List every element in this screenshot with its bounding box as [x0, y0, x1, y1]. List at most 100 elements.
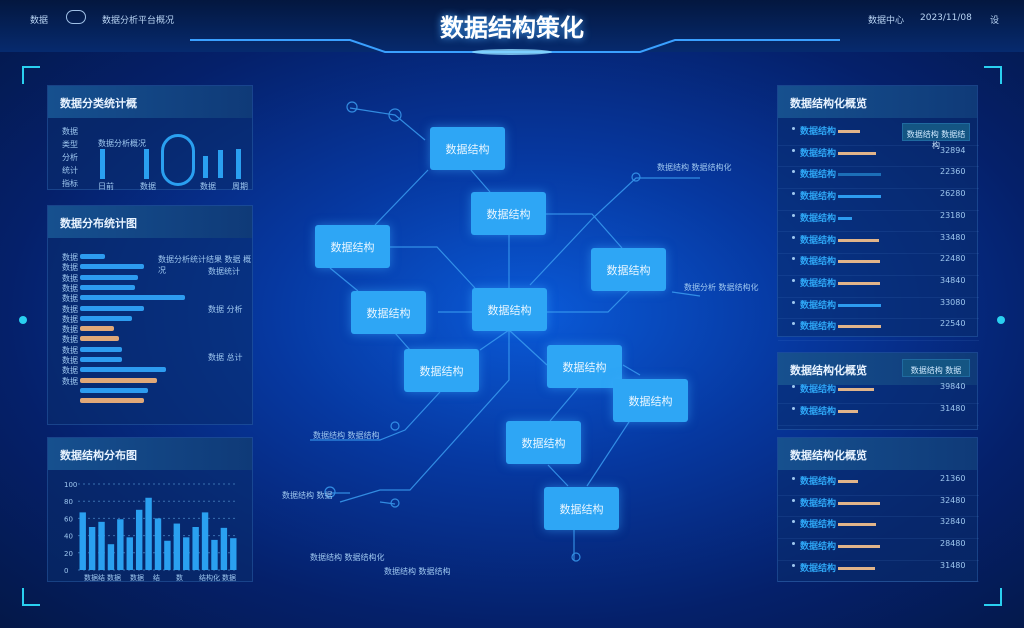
legend-item: 分析 — [62, 153, 78, 162]
bar-row: 数据 — [48, 283, 254, 293]
list-item[interactable]: 数据结构 — [778, 124, 979, 146]
graph-node[interactable]: 数据结构 — [430, 127, 505, 170]
graph-annotation: 数据分析 数据结构化 — [684, 283, 759, 292]
legend-item: 数据 — [62, 127, 78, 136]
item-label: 数据结构 — [800, 407, 837, 417]
row-label: 数据 — [62, 294, 78, 304]
bullet-icon — [792, 322, 795, 326]
list-item[interactable]: 数据结构 22540 — [778, 319, 979, 341]
graph-annotation: 数据结构 数据结构 — [384, 567, 451, 576]
bullet-icon — [792, 127, 795, 130]
chart-bar — [154, 518, 162, 570]
page-title: 数据结构策化 — [440, 14, 584, 42]
item-value: 22540 — [940, 319, 966, 329]
logo-icon — [66, 10, 86, 24]
progress-bar — [838, 216, 853, 220]
x-tick-label: 数据 — [222, 573, 236, 582]
header-right-label[interactable]: 数据中心 — [868, 16, 905, 26]
chart-bar — [79, 512, 86, 570]
bar — [100, 149, 105, 179]
progress-bar — [838, 410, 859, 413]
chart-bar — [98, 521, 105, 570]
bar-row: 数据 — [48, 376, 254, 386]
chart-bar — [230, 538, 237, 570]
bullet-icon — [792, 170, 795, 174]
item-label: 数据结构 — [800, 322, 837, 333]
item-value: 32480 — [940, 495, 966, 505]
filter-button[interactable]: 数据结构 数据 — [902, 359, 970, 377]
x-tick-label: 结 — [153, 573, 160, 582]
bar-label: 数据 — [200, 182, 216, 191]
frame-dot — [997, 316, 1005, 324]
note: 数据分析统计结果 数据 概况 — [158, 255, 252, 275]
row-label: 数据 — [62, 304, 78, 314]
bar — [80, 387, 148, 393]
bullet-icon — [792, 407, 795, 410]
legend-item: 类型 — [62, 140, 78, 149]
item-value: 31480 — [940, 560, 966, 570]
item-value: 32840 — [940, 517, 966, 527]
graph-node[interactable]: 数据结构 — [506, 421, 581, 464]
graph-node[interactable]: 数据结构 — [613, 379, 688, 422]
bullet-icon — [792, 148, 795, 152]
graph-node[interactable]: 数据结构 — [544, 487, 619, 530]
panel-title: 数据分布统计图 — [48, 206, 252, 238]
bar — [80, 326, 114, 332]
panel-distribution: 数据分布统计图 数据数据数据数据数据数据数据数据数据数据数据数据数据 数据分析统… — [47, 205, 253, 425]
bar — [80, 305, 144, 311]
graph-node[interactable]: 数据结构 — [404, 349, 479, 392]
item-label: 数据结构 — [800, 235, 837, 246]
x-tick-label: 数据 — [107, 573, 121, 582]
progress-bar — [838, 238, 879, 242]
bar-row: 数据 — [48, 262, 254, 272]
graph-node[interactable]: 数据结构 — [471, 192, 546, 235]
bar-label: 日前 — [98, 182, 114, 191]
panel-title: 数据分类统计概 — [48, 86, 252, 118]
chart-bar — [88, 527, 96, 570]
chart-bar — [211, 539, 218, 570]
bar — [236, 149, 241, 179]
graph-node[interactable]: 数据结构 — [547, 345, 622, 388]
progress-bar — [838, 501, 880, 505]
row-label: 数据 — [62, 263, 78, 273]
x-tick-label: 数 — [176, 573, 183, 582]
header-date: 2023/11/08 — [920, 13, 972, 23]
filter-button[interactable]: 数据结构 数据结构 — [902, 123, 970, 150]
y-tick-label: 80 — [64, 498, 73, 506]
bullet-icon — [792, 257, 795, 261]
progress-bar — [838, 523, 877, 527]
progress-bar — [838, 325, 882, 329]
bullet-icon — [792, 300, 795, 304]
y-tick-label: 20 — [64, 550, 73, 558]
item-value: 22360 — [940, 167, 966, 177]
frame-corner — [984, 588, 1002, 606]
header-left-label[interactable]: 数据 — [30, 16, 49, 26]
bullet-icon — [792, 520, 795, 524]
graph-node[interactable]: 数据结构 — [351, 291, 426, 334]
graph-node[interactable]: 数据结构 — [472, 288, 547, 331]
settings-icon[interactable]: 设 — [990, 16, 1000, 26]
bar — [218, 150, 223, 178]
graph-node[interactable]: 数据结构 — [591, 248, 666, 291]
graph-node[interactable]: 数据结构 — [315, 225, 390, 268]
bullet-icon — [792, 192, 795, 196]
bar — [80, 398, 144, 404]
bar — [80, 295, 185, 301]
panel-title: 数据结构化概览 — [778, 438, 977, 470]
